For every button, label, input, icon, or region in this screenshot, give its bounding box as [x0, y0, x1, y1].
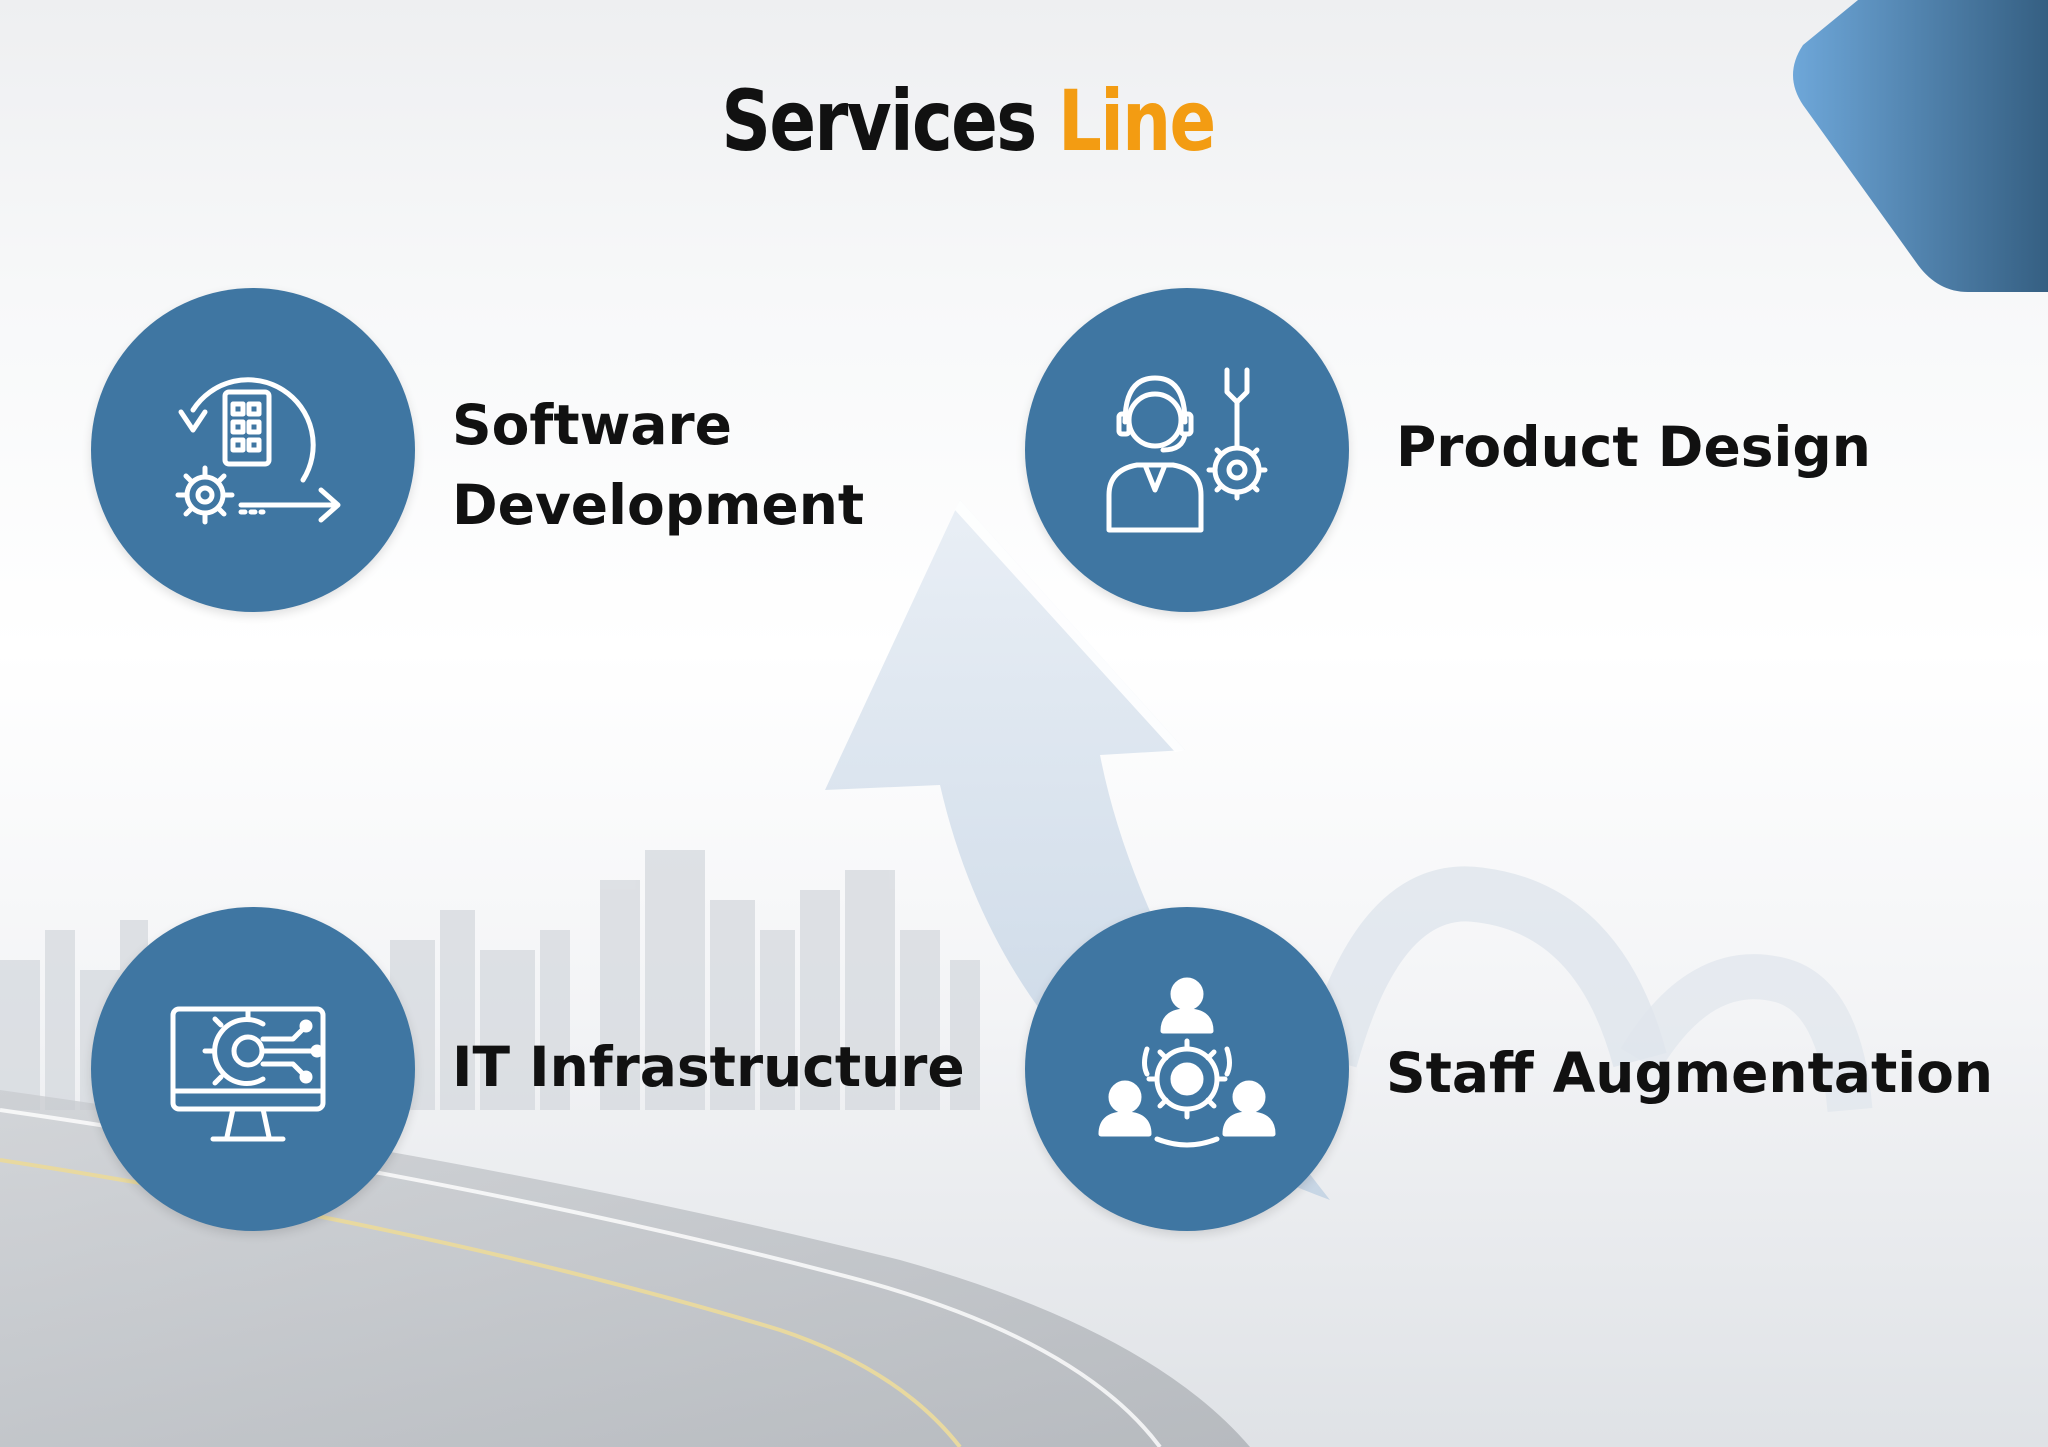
- software-development-line1: Software: [452, 393, 732, 457]
- staff-augmentation-circle: [1025, 907, 1349, 1231]
- title-accent: Line: [1057, 72, 1216, 170]
- corner-decoration: [1793, 0, 2048, 292]
- it-infrastructure-circle: [91, 907, 415, 1231]
- it-infrastructure-label: IT Infrastructure: [452, 1035, 965, 1099]
- staff-augmentation-label: Staff Augmentation: [1386, 1041, 1994, 1105]
- title-main: Services: [721, 72, 1037, 170]
- product-design-icon: [1106, 367, 1268, 533]
- product-design-circle: [1025, 288, 1349, 612]
- page-title: Services Line: [174, 72, 1762, 170]
- software-development-icon: [175, 377, 341, 525]
- software-development-circle: [91, 288, 415, 612]
- staff-augmentation-icon: [1098, 977, 1276, 1148]
- ribbon-loop: [1303, 866, 1667, 1068]
- it-infrastructure-icon: [170, 1006, 326, 1142]
- software-development-label: Software Development: [452, 385, 864, 545]
- software-development-line2: Development: [452, 473, 865, 537]
- product-design-label: Product Design: [1396, 415, 1871, 479]
